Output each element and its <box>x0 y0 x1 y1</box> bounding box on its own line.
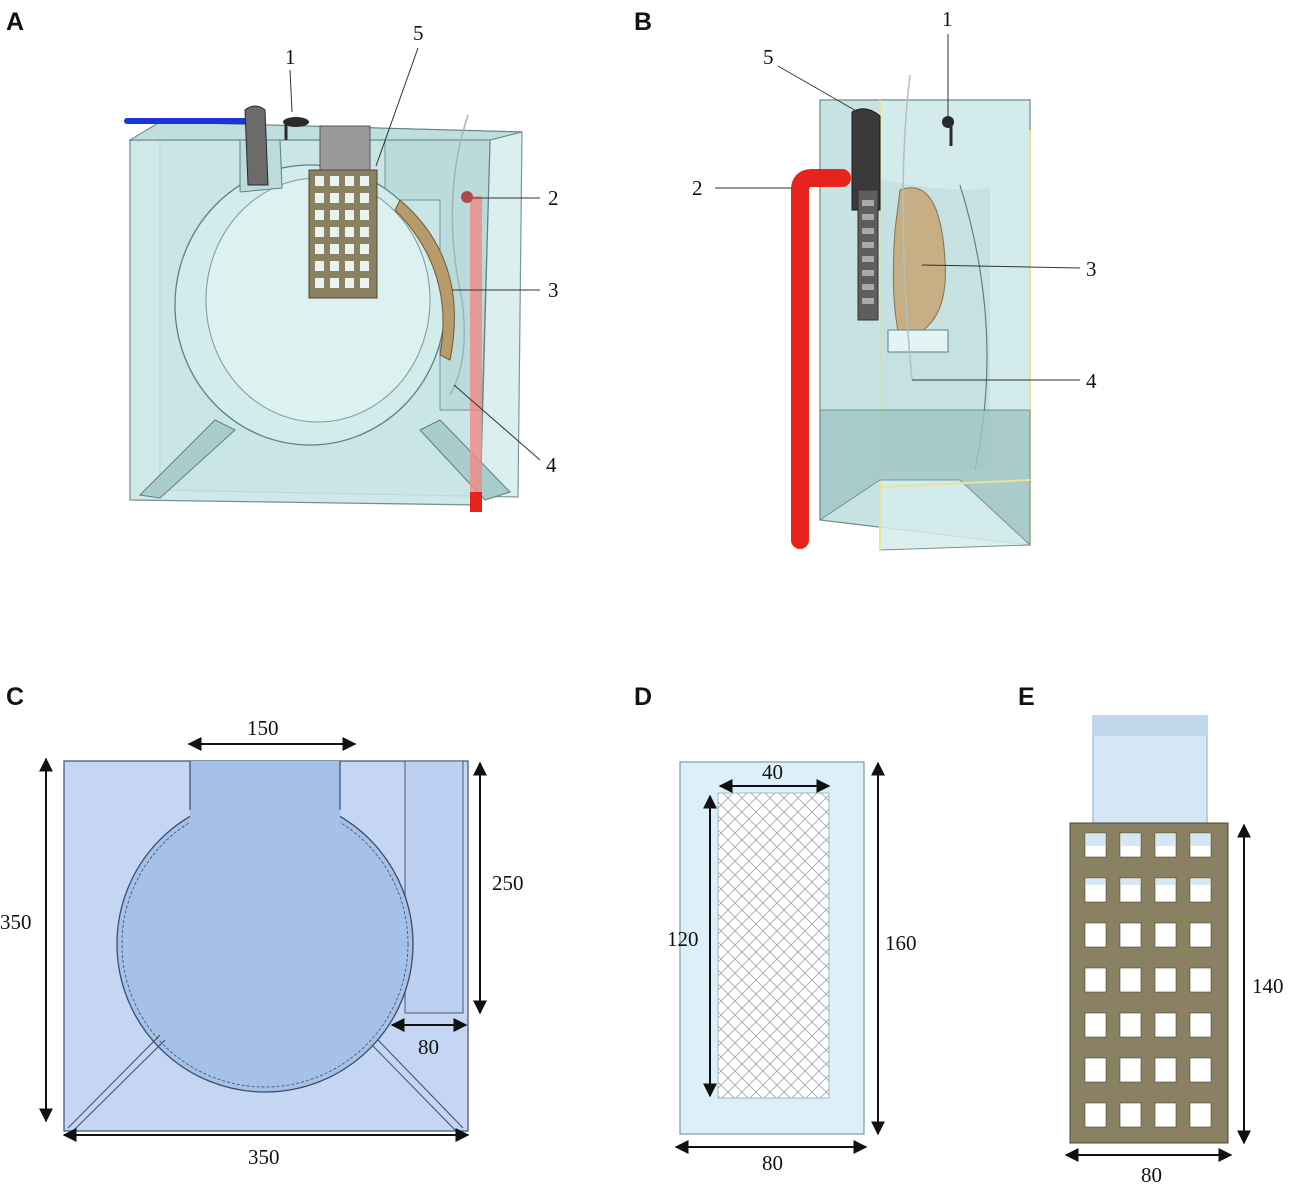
dim-d-inner-height: 120 <box>667 927 699 951</box>
dim-e-height: 140 <box>1252 974 1284 998</box>
dim-c-inlet: 80 <box>418 1035 439 1059</box>
panel-e-basket <box>1064 715 1251 1162</box>
callout-b-2: 2 <box>692 176 703 200</box>
panel-e-dimensions: 140 80 <box>1141 974 1284 1187</box>
panel-c-dimensions: 150 350 250 80 350 <box>0 716 524 1169</box>
panel-a-tank <box>124 105 523 512</box>
panel-label-c: C <box>6 683 25 711</box>
callout-a-2: 2 <box>548 186 559 210</box>
callout-b-3: 3 <box>1086 257 1097 281</box>
panel-b-tank <box>791 74 1031 551</box>
dim-c-top: 150 <box>247 716 279 740</box>
panel-label-e: E <box>1018 683 1035 711</box>
panel-c-plan <box>39 737 487 1142</box>
callout-a-5: 5 <box>413 21 424 45</box>
dim-e-width: 80 <box>1141 1163 1162 1187</box>
callout-a-4: 4 <box>546 453 557 477</box>
panel-a-callouts: 1 5 2 3 4 <box>285 21 559 477</box>
callout-b-5: 5 <box>763 45 774 69</box>
dim-d-inner-width: 40 <box>762 760 783 784</box>
callout-a-3: 3 <box>548 278 559 302</box>
panel-label-b: B <box>634 8 653 36</box>
panel-b-callouts: 1 5 2 3 4 <box>692 7 1097 393</box>
dim-d-height: 160 <box>885 931 917 955</box>
callout-b-4: 4 <box>1086 369 1097 393</box>
dim-c-bottom: 350 <box>248 1145 280 1169</box>
panel-d-dimensions: 40 120 160 80 <box>667 760 917 1175</box>
callout-a-1: 1 <box>285 45 296 69</box>
callout-b-1: 1 <box>942 7 953 31</box>
panel-d-screen <box>674 761 885 1154</box>
dim-c-left: 350 <box>0 910 32 934</box>
panel-label-d: D <box>634 683 653 711</box>
panel-label-a: A <box>6 8 25 36</box>
dim-c-right: 250 <box>492 871 524 895</box>
dim-d-width: 80 <box>762 1151 783 1175</box>
